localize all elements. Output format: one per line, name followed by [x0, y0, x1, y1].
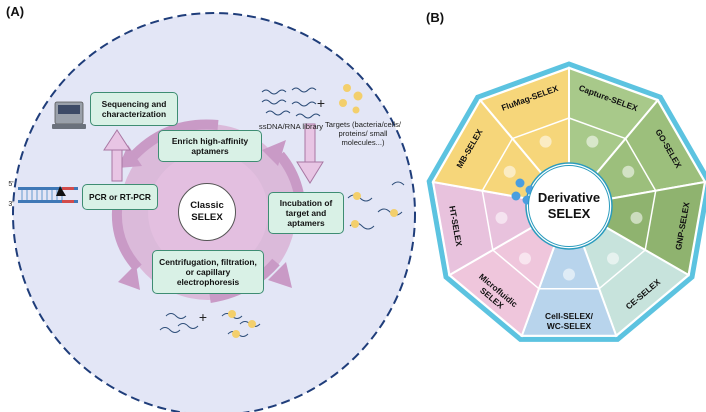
- wheel-segment-divider: [512, 117, 570, 140]
- step-separation: Centrifugation, filtration, or capillary…: [152, 250, 264, 294]
- wheel-segment-divider: [492, 249, 540, 290]
- dna-end-3: 3': [8, 201, 14, 208]
- wheel-segment-divider: [568, 117, 626, 140]
- ssdna-library-icon: [261, 87, 321, 119]
- wheel-segment-divider: [624, 138, 657, 192]
- sequencer-icon: [52, 101, 86, 129]
- aptamer-target-complexes-icon: [347, 181, 405, 230]
- segment-method-icon: [503, 165, 516, 178]
- magnetic-bead-icon: [515, 178, 525, 188]
- step-incubation: Incubation of target and aptamers: [268, 192, 344, 234]
- step-enrich: Enrich high-affinity aptamers: [158, 130, 262, 162]
- plus-sign: +: [316, 95, 326, 111]
- dna-end-5: 5': [8, 181, 14, 188]
- step-pcr: PCR or RT-PCR: [82, 184, 158, 210]
- wheel-segment-divider: [481, 138, 514, 192]
- library-label: ssDNA/RNA library: [258, 122, 324, 131]
- arrow-library-to-incubation: [296, 123, 324, 184]
- segment-method-icon: [607, 252, 619, 265]
- wheel-segment-label: Cell-SELEX/WC-SELEX: [545, 311, 594, 331]
- segment-method-icon: [622, 165, 635, 178]
- segment-method-icon: [519, 252, 531, 265]
- derivative-selex-center: Derivative SELEX: [528, 165, 610, 247]
- separated-molecules-icon: [159, 310, 261, 338]
- wheel-segment-divider: [598, 249, 646, 290]
- arrow-pcr-to-sequencing: [103, 129, 131, 182]
- wheel-segment-divider: [481, 190, 494, 251]
- segment-method-icon: [495, 211, 508, 224]
- segment-method-icon: [630, 211, 643, 224]
- step-sequencing: Sequencing and characterization: [90, 92, 178, 126]
- panel-b-label: (B): [426, 10, 445, 25]
- panel-a-label: (A): [6, 4, 25, 19]
- bottom-plus-sign: +: [198, 309, 208, 325]
- targets-label: Targets (bacteria/cells/ proteins/ small…: [325, 120, 401, 147]
- classic-selex-center: Classic SELEX: [178, 183, 236, 241]
- segment-method-icon: [586, 135, 599, 148]
- targets-icon: [339, 84, 363, 114]
- segment-method-icon: [539, 135, 552, 148]
- wheel-segment-divider: [644, 190, 657, 251]
- segment-method-icon: [563, 268, 575, 281]
- magnetic-bead-icon: [511, 191, 521, 201]
- dna-duplex-icon: [18, 186, 78, 203]
